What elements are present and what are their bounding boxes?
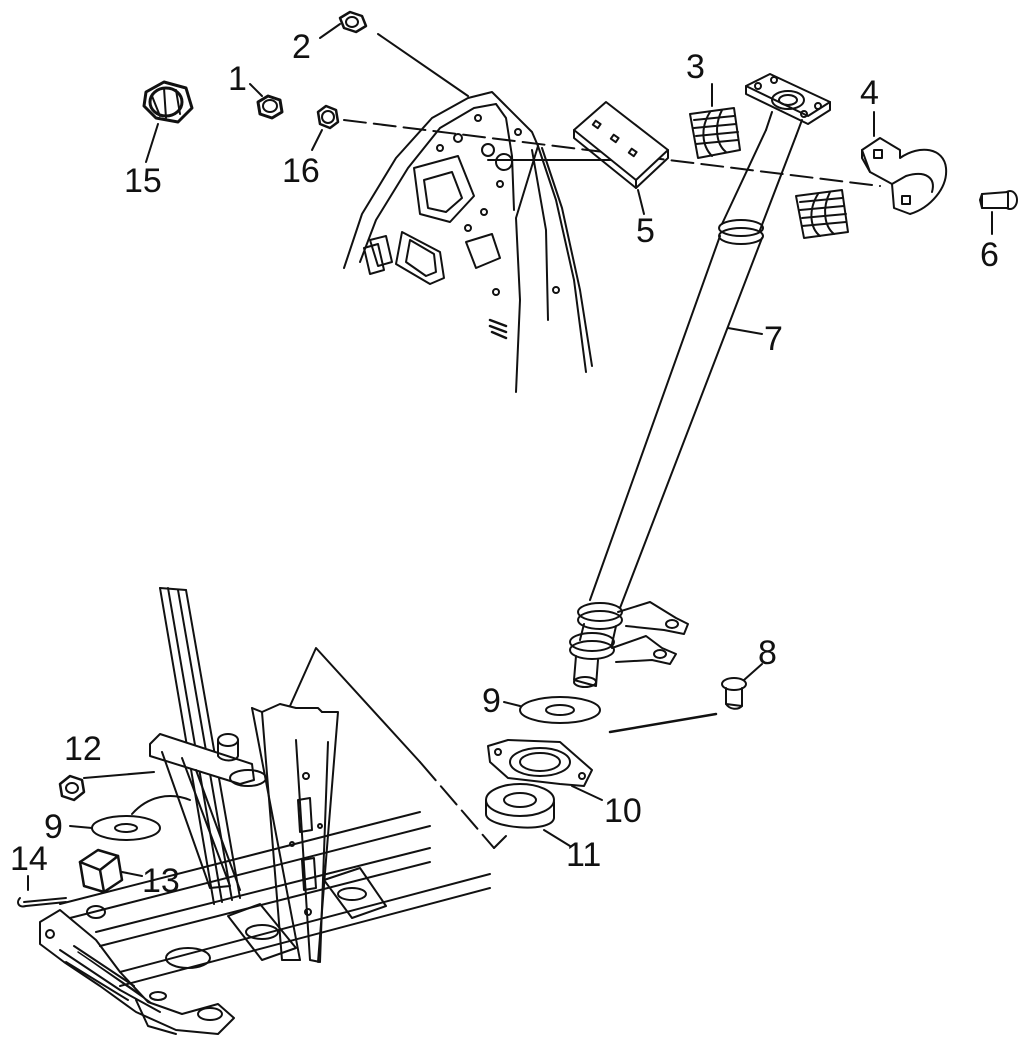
part-6-bolt	[980, 191, 1017, 234]
callout-6: 6	[980, 236, 999, 274]
part-3-clamp-upper	[690, 84, 740, 158]
part-10-flange-bearing	[488, 740, 602, 800]
callout-9b: 9	[44, 808, 63, 846]
part-8-bolt	[610, 664, 762, 732]
part-9-washer-upper	[504, 697, 600, 723]
part-1-nut	[250, 84, 282, 118]
pivot-dashed-leader	[290, 648, 506, 848]
callout-11: 11	[566, 836, 601, 874]
callout-labels: 1 2 3 4 5 6 7 8 9 9 10 11 12 13 14 15 16	[10, 28, 999, 900]
callout-8: 8	[758, 634, 777, 672]
callout-9a: 9	[482, 682, 501, 720]
part-7-steering-column	[570, 74, 830, 687]
callout-7: 7	[764, 320, 783, 358]
callout-10: 10	[604, 792, 642, 830]
callout-5: 5	[636, 212, 655, 250]
callout-12: 12	[64, 730, 102, 768]
part-3-clamp-lower	[796, 190, 848, 238]
part-5-plate	[574, 102, 668, 214]
part-9-washer-lower	[70, 796, 190, 840]
part-4-bracket-clip	[862, 112, 946, 214]
part-14-cotter-pin	[18, 876, 66, 906]
part-2-nut	[320, 12, 468, 96]
callout-16: 16	[282, 152, 320, 190]
callout-2: 2	[292, 28, 311, 66]
lower-chassis-frame	[40, 588, 490, 1034]
part-15-large-nut	[144, 82, 192, 162]
part-13-large-nut	[80, 850, 142, 892]
callout-14: 14	[10, 840, 48, 878]
callout-1: 1	[228, 60, 247, 98]
dash-panel-bracket	[344, 92, 632, 392]
part-12-nut	[60, 772, 154, 800]
callout-4: 4	[860, 74, 879, 112]
part-11-bushing	[486, 784, 570, 846]
callout-13: 13	[142, 862, 180, 900]
callout-15: 15	[124, 162, 162, 200]
callout-3: 3	[686, 48, 705, 86]
